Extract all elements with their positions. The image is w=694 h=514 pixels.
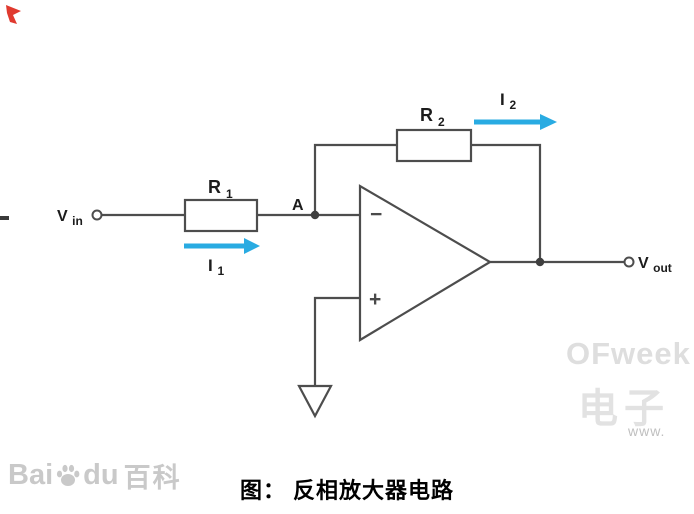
vout-label-main: V xyxy=(638,255,649,272)
i1-label-sub: 1 xyxy=(217,264,224,278)
ofweek-watermark: OFweek xyxy=(566,336,691,371)
opamp-triangle xyxy=(358,184,493,342)
r1-label-main: R xyxy=(208,177,221,197)
node-a-dot xyxy=(310,210,320,220)
vout-terminal xyxy=(623,256,635,268)
wire-r2-to-output xyxy=(471,143,542,262)
r2-label-main: R xyxy=(420,105,433,125)
i2-arrow-head xyxy=(540,114,557,130)
node-a-label: A xyxy=(292,197,304,214)
wire-plus-to-ground xyxy=(313,296,360,386)
current-arrow-i2 xyxy=(474,114,557,130)
i2-label-sub: 2 xyxy=(509,98,516,112)
r1-label: R 1 xyxy=(208,177,233,201)
url-watermark: www. xyxy=(628,423,666,439)
left-edge-wire-artifact xyxy=(0,216,9,220)
ground-symbol xyxy=(297,384,333,419)
baidu-text-du: du xyxy=(83,459,119,491)
chinese-watermark: 电子 xyxy=(578,387,670,431)
i2-arrow-shaft xyxy=(474,119,540,125)
vin-terminal xyxy=(91,209,103,221)
resistor-r2 xyxy=(395,128,473,163)
vout-label-sub: out xyxy=(653,261,672,275)
output-node-dot xyxy=(535,257,545,267)
opamp-minus-input-label: − xyxy=(370,203,382,226)
wires xyxy=(101,143,625,386)
i2-label-main: I xyxy=(500,90,505,109)
r1-label-sub: 1 xyxy=(226,187,233,201)
baidu-baike-watermark: Bai du 百科 xyxy=(8,456,182,495)
i1-label-main: I xyxy=(208,256,213,275)
r2-label: R 2 xyxy=(420,105,445,129)
vout-label: V out xyxy=(638,255,672,275)
i1-arrow-head xyxy=(244,238,260,254)
vin-label: V in xyxy=(57,208,83,228)
baidu-text-baike: 百科 xyxy=(123,463,182,493)
i2-label: I 2 xyxy=(500,90,516,112)
i1-label: I 1 xyxy=(208,256,224,278)
figure-caption: 图： 反相放大器电路 xyxy=(239,478,455,503)
r2-label-sub: 2 xyxy=(438,115,445,129)
current-arrow-i1 xyxy=(184,238,260,254)
vin-label-sub: in xyxy=(72,214,83,228)
vin-label-main: V xyxy=(57,208,68,225)
resistor-r1 xyxy=(183,198,259,233)
opamp-plus-input-label: + xyxy=(369,288,381,311)
i1-arrow-shaft xyxy=(184,243,244,249)
baidu-text-bai: Bai xyxy=(8,459,54,491)
wire-nodeA-to-r2 xyxy=(313,143,397,215)
red-corner-artifact xyxy=(6,5,21,24)
baidu-paw-icon xyxy=(57,464,80,486)
